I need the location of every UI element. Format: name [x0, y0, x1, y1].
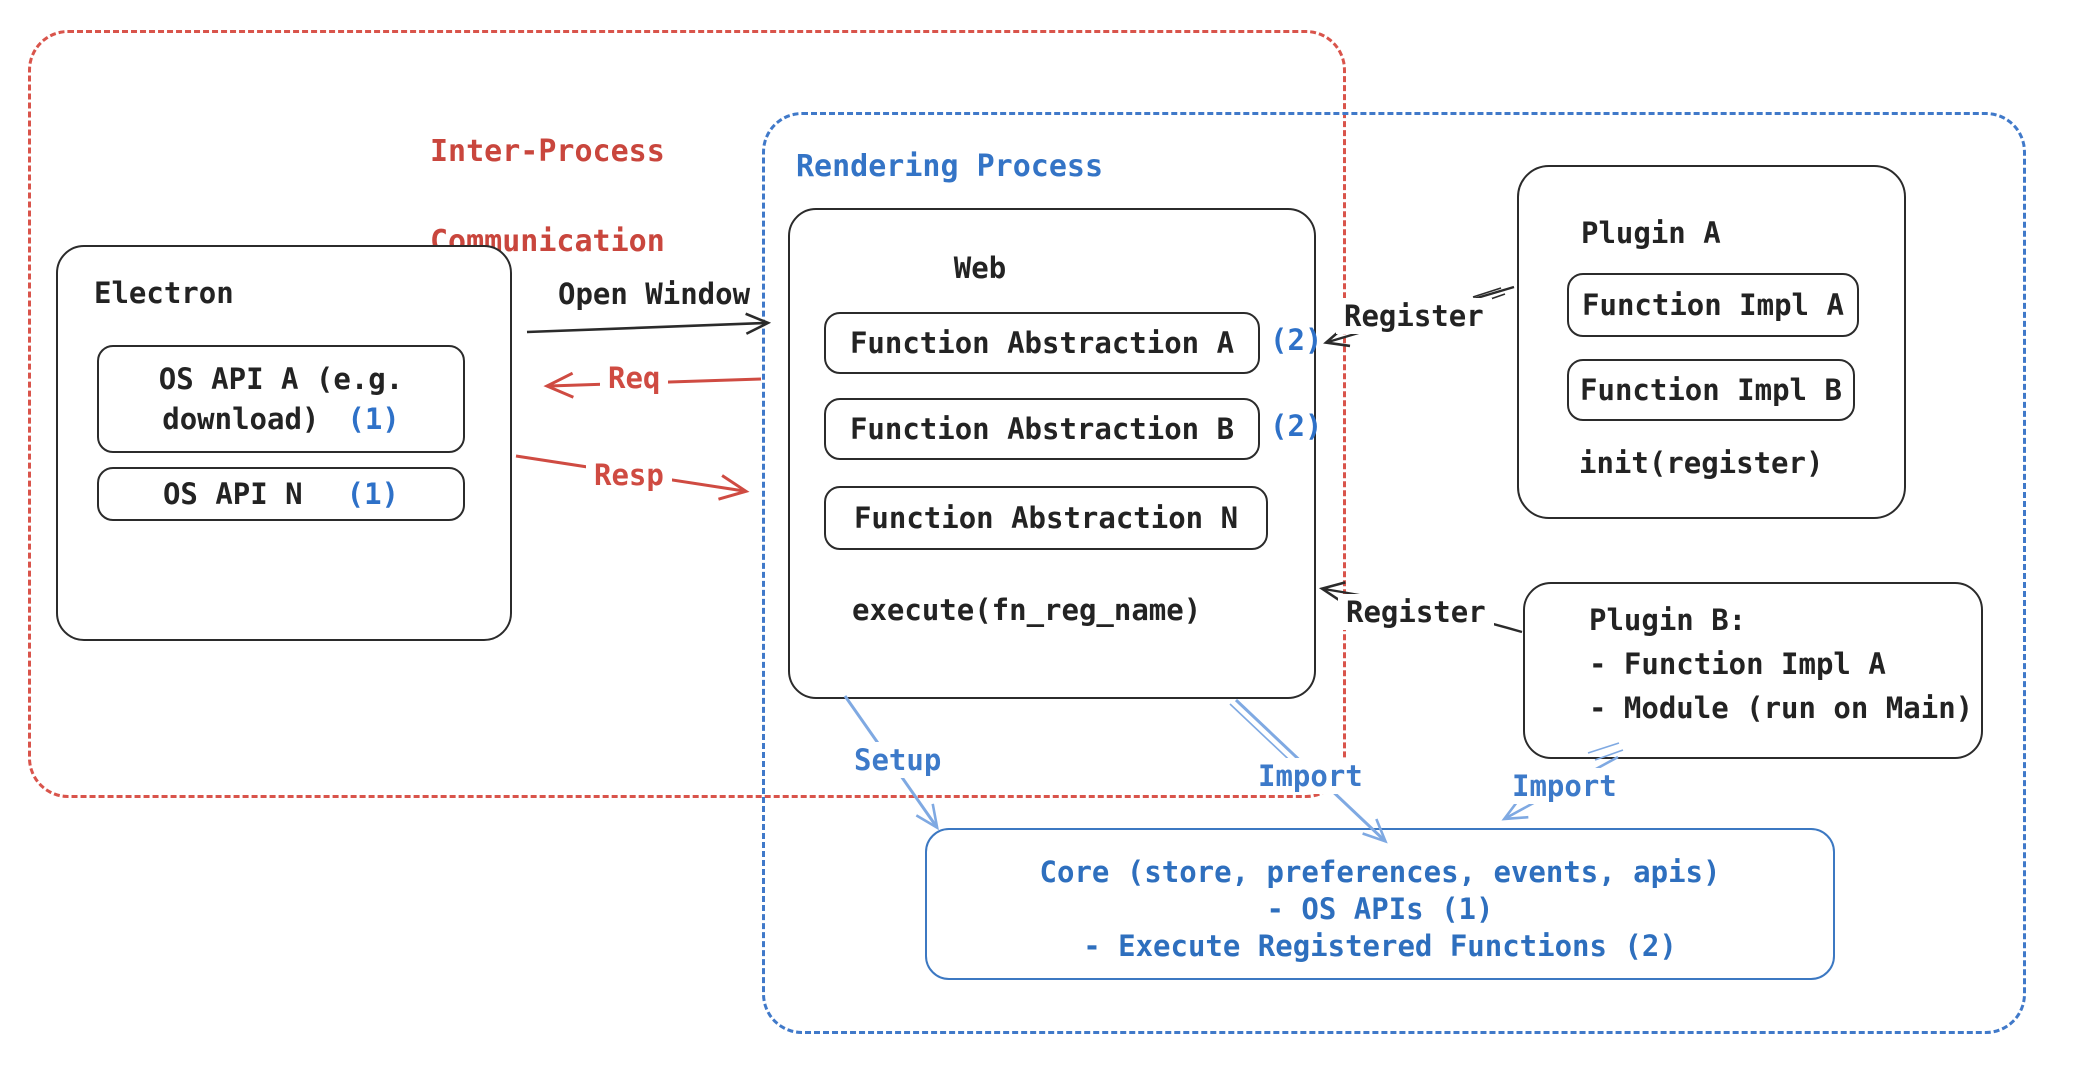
execute-call-text: execute(fn_reg_name): [852, 593, 1202, 627]
core-box: Core (store, preferences, events, apis) …: [925, 828, 1835, 980]
rendering-process-frame: [762, 112, 2026, 1034]
rendering-process-label: Rendering Process: [796, 149, 1104, 184]
register-bottom-label: Register: [1338, 594, 1494, 631]
web-box: Web Function Abstraction A (2) Function …: [788, 208, 1322, 699]
core-line-1: Core (store, preferences, events, apis): [1039, 855, 1721, 889]
open-window-label: Open Window: [558, 277, 751, 311]
function-impl-b-box: Function Impl B: [1567, 359, 1855, 421]
fn-abstraction-a-label: Function Abstraction A: [849, 325, 1235, 360]
fn-abstraction-b-label: Function Abstraction B: [849, 411, 1235, 446]
os-api-n-box: OS API N (1): [97, 467, 465, 521]
fn-abstraction-b-badge: (2): [1270, 409, 1323, 443]
electron-title: Electron: [94, 276, 234, 310]
core-line-3: - Execute Registered Functions (2): [1083, 929, 1677, 963]
web-title: Web: [953, 251, 1007, 285]
os-api-a-box: OS API A (e.g. download) (1): [97, 345, 465, 453]
register-top-label: Register: [1336, 298, 1492, 335]
core-line-2: - OS APIs (1): [1266, 892, 1494, 926]
plugin-b-item-1: - Function Impl A: [1589, 647, 1886, 681]
plugin-b-title: Plugin B:: [1589, 603, 1747, 637]
init-register-text: init(register): [1579, 446, 1824, 480]
os-api-a-line2: download): [162, 402, 320, 436]
os-api-a-line1: OS API A (e.g.: [158, 362, 404, 396]
os-api-a-badge: (1): [347, 402, 400, 436]
setup-label: Setup: [846, 742, 950, 779]
import-right-label: Import: [1504, 768, 1625, 805]
os-api-n-label: OS API N: [162, 476, 303, 511]
plugin-a-box: Plugin A Function Impl A Function Impl B…: [1517, 165, 1906, 519]
function-impl-b-label: Function Impl B: [1580, 372, 1842, 407]
function-impl-a-box: Function Impl A: [1567, 273, 1859, 337]
plugin-b-item-2: - Module (run on Main): [1589, 691, 1974, 725]
os-api-n-badge: (1): [346, 476, 400, 511]
electron-box: Electron OS API A (e.g. download) (1) OS…: [56, 245, 512, 641]
function-impl-a-label: Function Impl A: [1582, 287, 1844, 322]
ipc-label-line1: Inter-Process: [430, 134, 665, 169]
fn-abstraction-b-box: Function Abstraction B: [824, 398, 1260, 460]
fn-abstraction-n-label: Function Abstraction N: [853, 500, 1239, 535]
plugin-b-box: Plugin B: - Function Impl A - Module (ru…: [1523, 582, 1983, 759]
fn-abstraction-a-box: Function Abstraction A: [824, 312, 1260, 374]
plugin-a-title: Plugin A: [1581, 216, 1721, 250]
req-label: Req: [600, 360, 669, 397]
fn-abstraction-n-box: Function Abstraction N: [824, 486, 1268, 550]
ipc-frame: [28, 30, 1346, 798]
fn-abstraction-a-badge: (2): [1270, 323, 1323, 357]
resp-label: Resp: [586, 457, 672, 494]
ipc-frame-label: Inter-Process Communication: [430, 84, 665, 264]
import-center-label: Import: [1250, 758, 1371, 795]
